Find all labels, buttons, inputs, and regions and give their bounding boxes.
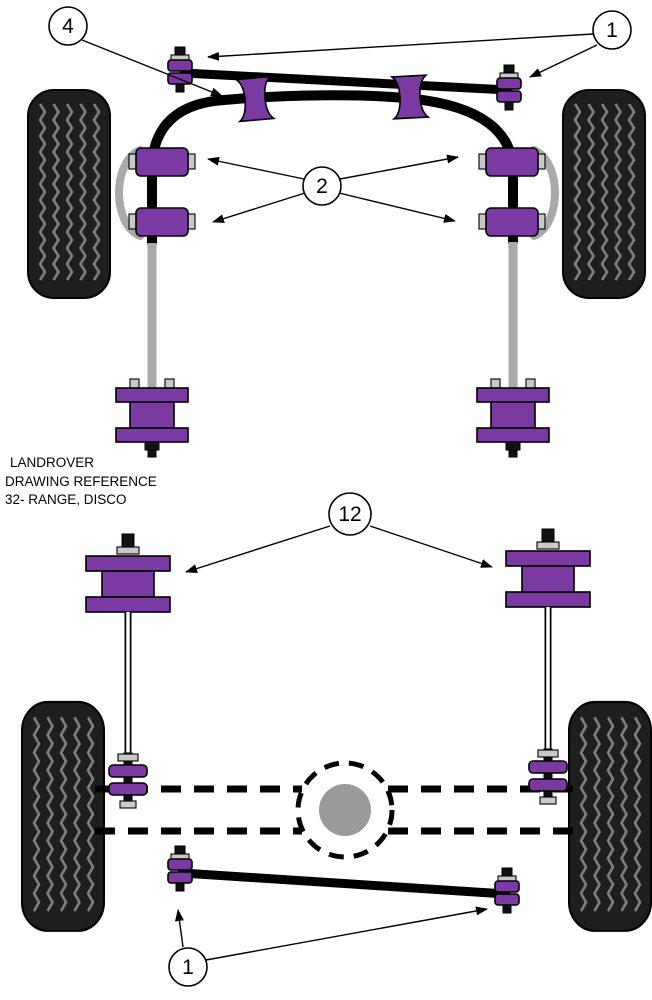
arrow-12-right-mount [369, 525, 493, 568]
callout-1-front-circle [592, 10, 632, 50]
arrow-2-left-upper [207, 156, 305, 180]
callout-4-circle [48, 6, 88, 46]
callout-1-front-label: 1 [606, 19, 618, 42]
front-left-lower-bushing [128, 207, 196, 237]
arrow-1-to-right-droplink [529, 44, 598, 78]
front-tie-bar [179, 68, 513, 95]
rear-left-droplink-bushing [167, 845, 193, 892]
arrow-1-rear-left [175, 909, 184, 948]
front-right-upper-bushing [478, 147, 546, 177]
callout-12-circle [328, 492, 372, 536]
rear-left-axle-bushing [108, 752, 148, 809]
callout-2-circle [302, 166, 342, 206]
front-right-mount-bushing [476, 378, 550, 458]
rear-left-tire [22, 702, 104, 931]
front-left-mount-bushing [115, 378, 189, 458]
rear-right-axle-bushing [528, 748, 568, 805]
callout-2: 2 [207, 154, 459, 223]
callout-1-rear-circle [168, 947, 208, 987]
front-suspension-view: 4 1 2 [28, 6, 645, 458]
arrow-1-to-left-droplink [207, 33, 594, 61]
callout-1-rear-label: 1 [182, 956, 194, 979]
drawing-reference: LANDROVER DRAWING REFERENCE 32- RANGE, D… [5, 455, 157, 507]
differential-hub [319, 784, 371, 836]
callout-2-label: 2 [316, 175, 328, 198]
front-right-lower-bushing [478, 207, 546, 237]
arrow-2-right-lower [338, 192, 456, 223]
drawing-ref-line2: DRAWING REFERENCE [5, 474, 157, 489]
drawing-ref-line3: 32- RANGE, DISCO [5, 492, 127, 507]
front-left-droplink-bushing [167, 46, 193, 93]
arrow-12-left-mount [185, 525, 331, 573]
front-anti-roll-bar [147, 90, 518, 248]
arrow-1-rear-right [205, 906, 488, 961]
arrow-2-right-upper [339, 154, 459, 180]
callout-1-rear: 1 [168, 906, 488, 987]
front-left-tire [28, 90, 110, 298]
callout-4-label: 4 [62, 15, 74, 38]
callout-12: 12 [185, 492, 493, 573]
front-left-upper-bushing [128, 147, 196, 177]
rear-suspension-view: 12 1 [22, 492, 651, 987]
drawing-ref-line1: LANDROVER [10, 455, 94, 470]
callout-1-front: 1 [207, 10, 632, 78]
rear-right-tire [569, 702, 651, 931]
rear-right-droplink-bushing [494, 867, 520, 914]
callout-12-label: 12 [338, 503, 361, 526]
rear-anti-roll-bar [177, 868, 511, 899]
front-right-droplink-bushing [496, 64, 522, 111]
arrow-2-left-lower [212, 192, 306, 223]
rear-axle [95, 760, 578, 860]
front-right-tire [563, 90, 645, 298]
arrow-4-to-bar [81, 39, 223, 97]
rear-right-top-mount-bushing [505, 528, 591, 608]
callout-4: 4 [48, 6, 223, 97]
rear-left-top-mount-bushing [85, 533, 171, 613]
